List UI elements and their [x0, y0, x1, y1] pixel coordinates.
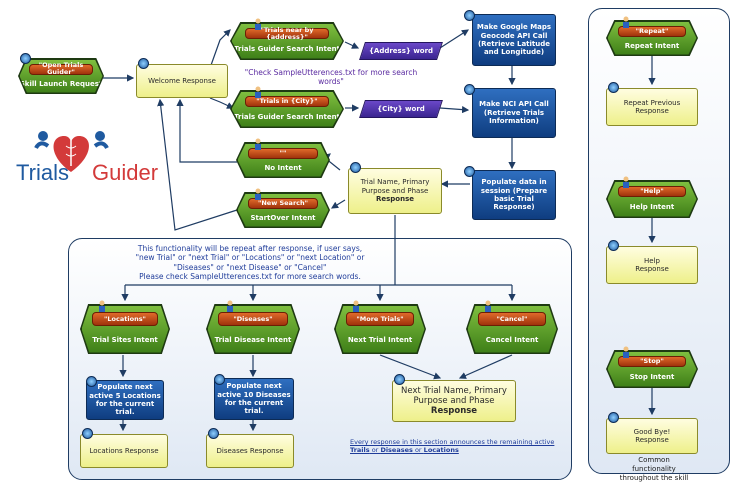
address-slot: {Address} word — [359, 42, 443, 60]
help-intent-label: Help Intent — [629, 203, 675, 212]
response-badge-icon — [608, 240, 619, 251]
user-icon — [484, 297, 492, 312]
geocode-api-call: Make Google Maps Geocode API Call (Retri… — [472, 14, 556, 66]
trial-disease-intent-node: "Diseases" Trial Disease Intent — [206, 304, 300, 354]
heart-logo-icon — [34, 131, 109, 172]
diseases-response: Diseases Response — [206, 434, 294, 468]
cancel-intent-label: Cancel Intent — [485, 335, 539, 344]
skill-launch-intent-node: "Open Trials Guider" Skill Launch Reques… — [18, 58, 104, 94]
no-intent-label: No Intent — [264, 163, 302, 172]
start-over-intent-node: "New Search" StartOver Intent — [236, 192, 330, 228]
repeat-intent-label: Repeat Intent — [624, 41, 680, 50]
user-icon — [622, 13, 630, 28]
next-trial-intent-node: "More Trials" Next Trial Intent — [334, 304, 426, 354]
start-over-intent-label: StartOver Intent — [250, 213, 316, 222]
user-icon — [622, 343, 630, 358]
trial-sites-intent-label: Trial Sites Intent — [92, 335, 158, 344]
no-intent-node: "" No Intent — [236, 142, 330, 178]
api-badge-icon — [86, 376, 97, 387]
user-icon — [352, 297, 360, 312]
help-intent-node: "Help" Help Intent — [606, 180, 698, 218]
diseases-utterance: "Diseases" — [218, 312, 288, 327]
trials-guider-logo: Trials Guider — [8, 118, 158, 198]
near-search-intent-label: Trials Guider Search Intent — [234, 45, 340, 54]
locations-response: Locations Response — [80, 434, 168, 468]
repeat-response: Repeat Previous Response — [606, 88, 698, 126]
api-badge-icon — [464, 84, 475, 95]
empty-utterance: "" — [248, 148, 318, 159]
cancel-utterance: "Cancel" — [478, 312, 546, 327]
logo-text-guider: Guider — [92, 160, 159, 185]
cancel-intent-node: "Cancel" Cancel Intent — [466, 304, 558, 354]
response-badge-icon — [608, 412, 619, 423]
user-icon — [254, 15, 262, 30]
skill-launch-request-label: Skill Launch Request — [19, 79, 103, 88]
populate-session-data: Populate data in session (Prepare basic … — [472, 170, 556, 220]
trial-name-response: Trial Name, Primary Purpose and Phase Re… — [348, 168, 442, 214]
stop-intent-node: "Stop" Stop Intent — [606, 350, 698, 388]
more-trials-utterance: "More Trials" — [346, 312, 414, 327]
logo-text-trials: Trials — [16, 160, 69, 185]
response-badge-icon — [138, 58, 149, 69]
help-utterance: "Help" — [618, 186, 686, 198]
user-icon — [254, 83, 262, 98]
response-badge-icon — [394, 374, 405, 385]
help-response: Help Response — [606, 246, 698, 284]
nci-api-call: Make NCI API Call (Retrieve Trials Infor… — [472, 88, 556, 138]
near-by-utterance: "Trials near by {address}" — [244, 26, 330, 41]
populate-locations: Populate next active 5 Locations for the… — [86, 380, 164, 420]
next-trial-response: Next Trial Name, Primary Purpose and Pha… — [392, 380, 516, 422]
city-search-intent-label: Trials Guider Search Intent — [234, 113, 340, 122]
api-badge-icon — [214, 374, 225, 385]
response-badge-icon — [608, 82, 619, 93]
trials-in-city-intent-node: "Trials in {City}" Trials Guider Search … — [230, 90, 344, 128]
repeat-intent-node: "Repeat" Repeat Intent — [606, 20, 698, 56]
populate-diseases: Populate next active 10 Diseases for the… — [214, 378, 294, 420]
user-icon — [226, 297, 234, 312]
api-badge-icon — [464, 166, 475, 177]
response-badge-icon — [208, 428, 219, 439]
new-search-utterance: "New Search" — [248, 198, 318, 209]
trial-sites-intent-node: "Locations" Trial Sites Intent — [80, 304, 170, 354]
user-icon — [254, 185, 262, 200]
in-city-utterance: "Trials in {City}" — [244, 96, 330, 108]
api-badge-icon — [464, 10, 475, 21]
city-slot: {City} word — [359, 100, 443, 118]
common-functionality-note: Common functionality throughout the skil… — [619, 456, 689, 482]
open-trials-guider-utterance: "Open Trials Guider" — [29, 62, 93, 76]
stop-intent-label: Stop Intent — [629, 373, 675, 382]
user-icon — [98, 297, 106, 312]
user-icon — [622, 173, 630, 188]
next-trial-intent-label: Next Trial Intent — [347, 335, 413, 344]
repeat-utterance: "Repeat" — [618, 26, 686, 37]
response-badge-icon — [350, 162, 361, 173]
goodbye-response: Good Bye! Response — [606, 418, 698, 454]
stop-utterance: "Stop" — [618, 356, 686, 368]
locations-utterance: "Locations" — [91, 312, 159, 327]
every-response-note: Every response in this section announces… — [350, 438, 555, 455]
trials-near-by-intent-node: "Trials near by {address}" Trials Guider… — [230, 22, 344, 60]
trial-disease-intent-label: Trial Disease Intent — [214, 335, 292, 344]
repeat-functionality-note: This functionality will be repeat after … — [135, 244, 365, 282]
user-icon — [254, 135, 262, 150]
response-badge-icon — [82, 428, 93, 439]
sample-utterances-note: "Check SampleUtterences.txt for more sea… — [244, 68, 418, 87]
intent-badge-icon — [20, 53, 31, 64]
welcome-response: Welcome Response — [136, 64, 228, 98]
